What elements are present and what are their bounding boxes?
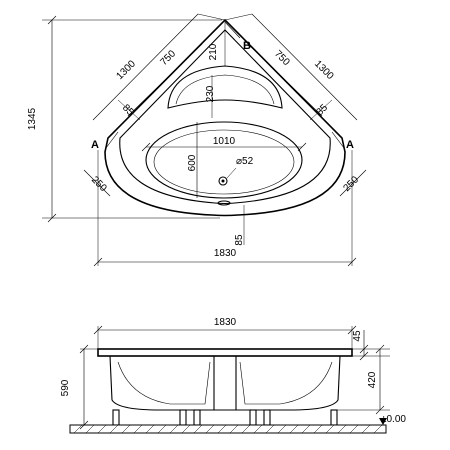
side-view: 1830 (60, 317, 406, 434)
tub-legs (112, 409, 338, 426)
dim-rim-left: 85 (120, 102, 136, 118)
drain-circle (218, 176, 228, 186)
section-label-a-left: A (91, 139, 99, 151)
dim-height-total: 1345 (27, 107, 38, 130)
tub-shell (109, 355, 341, 411)
dim-line-right-inner (247, 43, 323, 117)
basin-outline (145, 121, 303, 199)
backrest-inner (175, 74, 275, 105)
tub-shell-left-curve (117, 361, 211, 405)
dim-leg-height: 420 (367, 371, 378, 388)
overflow-fitting (217, 200, 231, 206)
dim-seat-depth: 230 (205, 85, 216, 102)
dim-side-right-outer: 1300 (312, 58, 336, 82)
dim-side-width-total: 1830 (214, 317, 237, 328)
floor-hatch-lines (73, 424, 383, 434)
dim-total-height: 590 (60, 379, 71, 396)
dim-rim-height: 45 (352, 330, 363, 342)
dim-width-total: 1830 (214, 248, 237, 259)
backrest-outer (167, 65, 283, 109)
section-label-b: B (243, 40, 251, 52)
dim-basin-width: 1010 (213, 136, 236, 147)
tub-outer-outline (104, 18, 346, 217)
dim-line-right-outer (251, 13, 358, 121)
dim-corner-right: 250 (341, 174, 361, 194)
dim-rim-right: 85 (314, 102, 330, 118)
tub-rim (97, 348, 353, 357)
dim-corner-left: 250 (89, 174, 109, 194)
basin-inner (153, 129, 295, 195)
dim-line-left-outer (92, 13, 199, 121)
floor-hatch (69, 424, 387, 434)
dim-drain-diameter: ⌀52 (236, 156, 254, 167)
dim-front-rim: 85 (234, 234, 245, 246)
dim-side-left-outer: 1300 (114, 58, 138, 82)
dim-basin-depth: 600 (187, 154, 198, 171)
floor-level-marker (379, 418, 387, 425)
dim-top-offset: 210 (208, 43, 219, 60)
tub-shell-right-curve (239, 361, 333, 405)
tub-rim-inner (119, 29, 331, 205)
dim-floor-level: ±0.00 (381, 414, 406, 425)
section-label-a-right: A (346, 139, 354, 151)
top-view: 1345 1830 85 1300 750 750 1300 210 230 8… (27, 13, 367, 267)
drain-center (221, 179, 225, 183)
dim-line-left-inner (127, 43, 203, 117)
